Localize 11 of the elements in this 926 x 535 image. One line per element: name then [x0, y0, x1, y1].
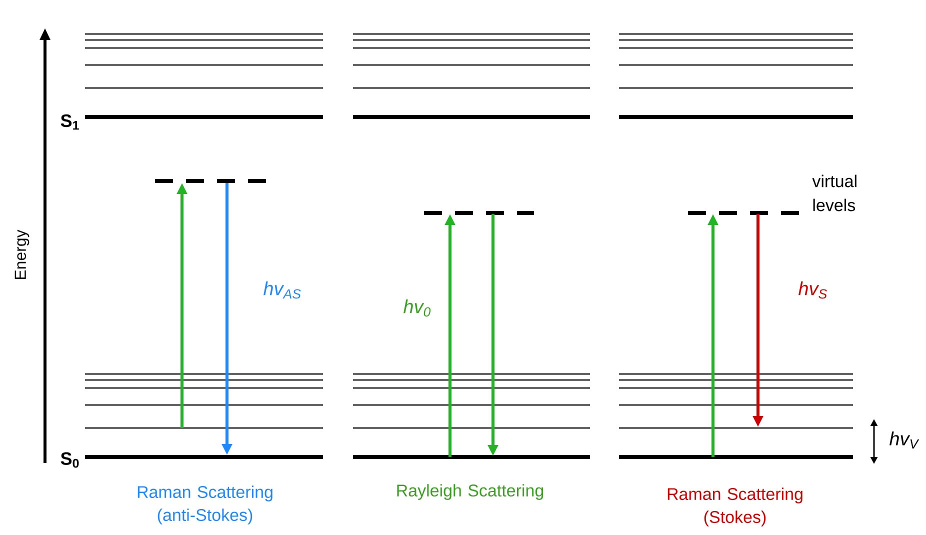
state-label: S$_{1}$	[60, 114, 79, 130]
energy-label: hv$_{0}$	[404, 299, 431, 317]
energy-label: hv$_{AS}$	[264, 281, 301, 299]
state-label: S$_{0}$	[60, 452, 79, 468]
axis-label: Energy	[14, 230, 30, 280]
energy-label: hv$_{V}$	[890, 432, 920, 448]
caption: Raman Scattering (Stokes)	[668, 488, 802, 526]
caption: Raman Scattering (anti-Stokes)	[138, 486, 272, 524]
caption: Rayleigh Scattering	[397, 484, 544, 500]
energy-label: hv$_{S}$	[798, 281, 827, 299]
annotation: virtual levels	[812, 174, 856, 212]
